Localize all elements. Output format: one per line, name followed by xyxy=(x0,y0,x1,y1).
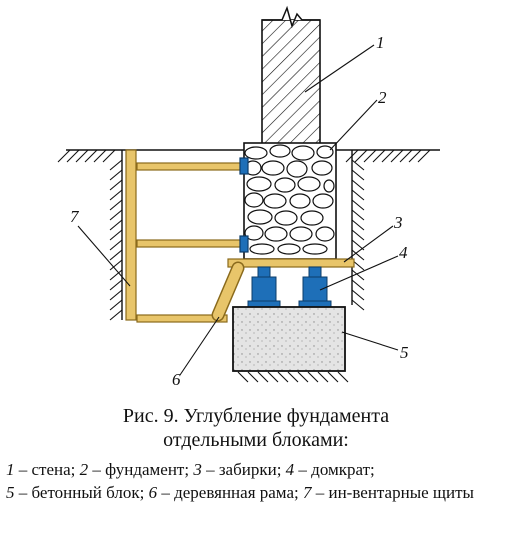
legend-text-1: – стена; xyxy=(14,460,80,479)
label-7: 7 xyxy=(70,207,80,226)
leader-lines xyxy=(77,44,399,376)
label-4: 4 xyxy=(399,243,408,262)
legend-text-2: – фундамент; xyxy=(88,460,194,479)
label-2: 2 xyxy=(378,88,387,107)
label-5: 5 xyxy=(400,343,409,362)
legend-text-5: – бетонный блок; xyxy=(14,483,149,502)
plank xyxy=(227,258,355,268)
legend-text-3: – забирки; xyxy=(201,460,286,479)
legend-num-2: 2 xyxy=(79,460,89,479)
concrete-block xyxy=(232,306,346,372)
figure-caption: Рис. 9. Углубление фундамента отдельными… xyxy=(0,404,512,504)
wooden-frame xyxy=(211,261,245,322)
rubble-foundation xyxy=(243,142,337,260)
ground-hatching xyxy=(57,149,431,383)
legend-num-4: 4 xyxy=(285,460,295,479)
label-1: 1 xyxy=(376,33,385,52)
caption-title: Рис. 9. Углубление фундамента отдельными… xyxy=(0,404,512,452)
legend-text-7: – ин-вентарные щиты xyxy=(311,483,474,502)
legend-text-4: – домкрат; xyxy=(294,460,375,479)
legend-num-1: 1 xyxy=(6,460,15,479)
label-3: 3 xyxy=(393,213,403,232)
label-6: 6 xyxy=(172,370,181,389)
caption-line-1: Рис. 9. Углубление фундамента xyxy=(122,405,390,427)
caption-legend: 1 – стена; 2 – фундамент; 3 – забирки; 4… xyxy=(6,458,506,504)
legend-num-7: 7 xyxy=(302,483,312,502)
legend-num-6: 6 xyxy=(148,483,158,502)
wall xyxy=(261,5,321,145)
pit-edges xyxy=(121,150,353,320)
foundation-diagram: 1 2 3 4 5 6 7 xyxy=(57,5,440,389)
legend-text-6: – деревянная рама; xyxy=(157,483,303,502)
legend-num-3: 3 xyxy=(193,460,202,479)
legend-num-5: 5 xyxy=(6,483,15,502)
jacks xyxy=(247,266,332,308)
inventory-shields xyxy=(125,149,249,323)
caption-line-2: отдельными блоками: xyxy=(163,429,349,451)
